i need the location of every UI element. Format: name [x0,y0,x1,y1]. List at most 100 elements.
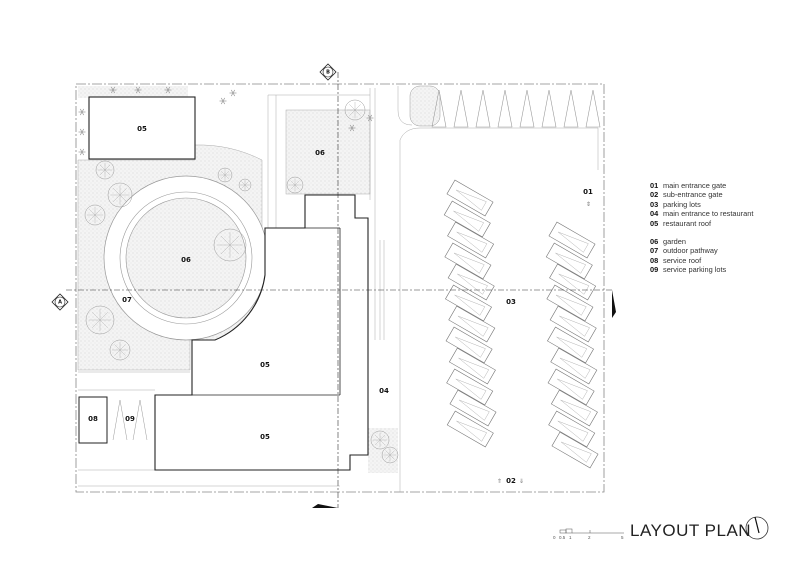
label-service-parking: 09 [125,415,135,423]
legend-item: 08 service roof [650,256,753,265]
parking-space [548,221,596,259]
parking-space [550,347,598,385]
parking-space [585,89,601,128]
roof-top-left [88,96,196,160]
parking-space [444,242,492,280]
legend-text: main entrance gate [663,181,727,190]
garden-entrance [368,428,398,473]
drawing-title: LAYOUT PLAN [630,521,752,540]
label-roof-top-left: 05 [137,125,147,133]
parking-space [445,284,492,322]
garden-circle-inner [125,197,247,319]
scale-bar [559,528,624,534]
parking-space [446,179,494,217]
parking-marking [456,420,487,442]
parking-marking [456,231,488,253]
parking-marking [556,336,588,358]
arrow-icon: ⇑ [497,478,502,485]
trees [78,86,399,464]
parking-marking [555,252,586,274]
tree-icon [238,178,252,192]
parking-marking [457,273,488,295]
parking-space [563,89,579,128]
legend-number: 06 [650,237,659,247]
parking-marking [458,357,490,379]
section-marker-a-label: A [58,300,62,306]
garden-corner-tr [409,85,441,127]
tree-icon [370,430,390,450]
parking-space [453,89,469,128]
section-arrow-right [612,290,616,318]
scale-tick-label: 2 [588,535,591,540]
parking-space [447,221,495,259]
shrub-icon [229,89,237,97]
arrow-icon: ⇕ [586,201,591,208]
site-boundary [75,83,605,493]
legend-text: service parking lots [663,265,727,275]
legend-number: 08 [650,255,659,265]
parking-marking [459,399,490,421]
legend-item: 01 main entrance gate [650,181,753,190]
parking-marking [557,420,589,442]
legend-text: outdoor pathway [663,246,718,256]
scale-tick-label: 0.5 [559,535,566,540]
section-marker-b-label: B [326,70,330,76]
parking-marking [555,294,587,316]
parking-space [448,347,496,385]
pathway-lines [78,86,599,492]
legend-text: sub-entrance gate [663,190,723,200]
tree-icon [217,167,233,183]
parking-space [445,326,493,364]
scale-tick-label: 5 [621,535,624,540]
parking-marking [454,294,486,316]
shrub-icon [348,124,356,132]
parking-marking [455,378,487,400]
tree-icon [344,99,366,121]
legend-number: 01 [650,181,659,190]
shrub-icon [219,97,227,105]
label-roof-bottom: 05 [260,433,270,441]
parking-marking [561,441,592,463]
parking-space [547,326,594,364]
parking-space [447,263,495,301]
parking-space [541,89,557,128]
legend-text: parking lots [663,199,701,209]
label-parking: 03 [506,298,516,306]
legend-text: service roof [663,255,702,265]
tree-icon [95,160,115,180]
parking-marking [453,210,484,232]
parking-marking [457,315,489,337]
parking-marking [560,399,592,421]
garden-strip-top [78,86,188,98]
legend-number: 07 [650,246,659,256]
label-pathway: 07 [122,296,132,304]
service-roof [78,396,108,444]
section-marker-b: B [319,63,337,81]
parking-marking [455,336,486,358]
garden-circle-ring [119,191,253,325]
parking-marking [558,231,589,253]
tree-icon [213,228,247,262]
parking-space [549,305,597,343]
parking-space [549,263,597,301]
section-marker-a: A [51,293,69,311]
restaurant-roof [154,194,369,471]
parking-space [446,368,494,406]
parking-space [446,410,494,448]
parking-marking [559,315,590,337]
garden-area-top [285,109,371,195]
parking-marking [559,357,591,379]
label-roof-mid: 05 [260,361,270,369]
parking-space [448,305,496,343]
north-arrow-icon [745,516,769,540]
shrub-icon [78,148,86,156]
shrub-icon [366,114,374,122]
parking-space [449,389,497,427]
